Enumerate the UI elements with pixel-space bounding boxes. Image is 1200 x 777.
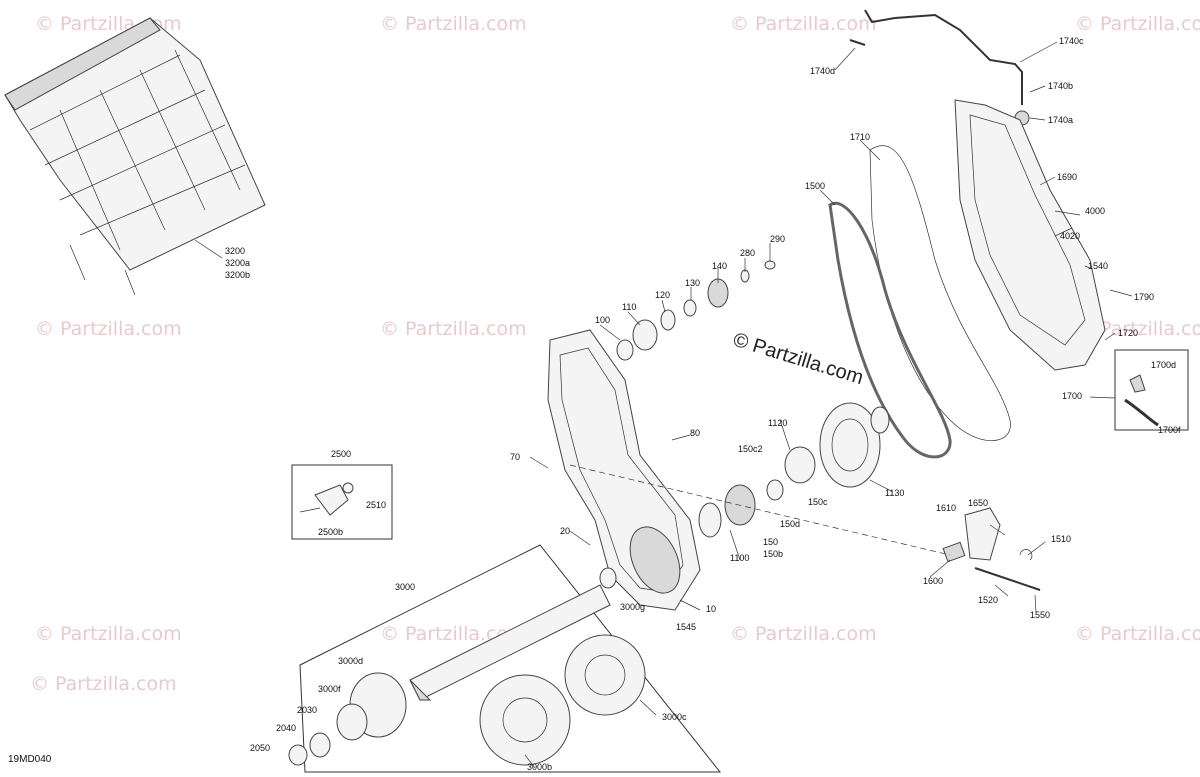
part-label: 10	[706, 604, 716, 614]
part-label: 130	[685, 278, 700, 288]
part-label: 3200a	[225, 258, 250, 268]
part-label: 120	[655, 290, 670, 300]
watermark: © Partzilla.com	[1075, 13, 1200, 35]
part-label: 150b	[763, 549, 783, 559]
part-label: 1700d	[1151, 360, 1176, 370]
part-label: 140	[712, 261, 727, 271]
part-label: 3000c	[662, 712, 687, 722]
chaincase-cover-1700	[954, 99, 1106, 371]
watermark: © Partzilla.com	[30, 673, 177, 695]
part-label: 1500	[805, 181, 825, 191]
watermark: © Partzilla.com	[35, 623, 182, 645]
part-label: 2500	[331, 449, 351, 459]
part-label: 110	[622, 302, 636, 312]
leader-lines	[194, 41, 1133, 769]
track-section-drawing	[4, 17, 266, 296]
watermark: © Partzilla.com	[1075, 623, 1200, 645]
part-label: 280	[740, 248, 755, 258]
part-label: 1520	[978, 595, 998, 605]
part-label: 1790	[1134, 292, 1154, 302]
part-label: 1650	[968, 498, 988, 508]
part-label: 4000	[1085, 206, 1105, 216]
part-label: 20	[560, 526, 570, 536]
part-label: 150d	[780, 519, 800, 529]
part-label: 3200	[225, 246, 245, 256]
shaft-components-100-290	[616, 260, 776, 361]
watermark: © Partzilla.com	[380, 318, 527, 340]
part-label: 1540	[1088, 261, 1108, 271]
part-label: 2500b	[318, 527, 343, 537]
part-label: 1700f	[1158, 425, 1181, 435]
part-label: 3000	[395, 582, 415, 592]
part-number-labels: 3200 3200a 3200b 290 280 140 130 120 110…	[8, 36, 1181, 772]
part-label: 70	[510, 452, 520, 462]
part-label: 1100	[730, 553, 749, 563]
part-label: 3000d	[338, 656, 363, 666]
inset-1700	[1114, 349, 1189, 431]
part-label: 1740b	[1048, 81, 1073, 91]
watermark: © Partzilla.com	[730, 13, 877, 35]
axis-line	[569, 464, 951, 556]
part-label: 3000g	[620, 602, 645, 612]
part-label: 150c2	[738, 444, 763, 454]
part-label: 1720	[1118, 328, 1138, 338]
part-label: 1120	[768, 418, 787, 428]
part-label: 1690	[1057, 172, 1077, 182]
part-label: 3000b	[527, 762, 552, 772]
part-label: 80	[690, 428, 700, 438]
tensioner-1600-1520	[942, 507, 1041, 591]
part-label: 2050	[250, 743, 270, 753]
part-label: 1700	[1062, 391, 1082, 401]
part-label: 1710	[850, 132, 870, 142]
part-label: 1130	[885, 488, 904, 498]
part-label: 1600	[923, 576, 943, 586]
watermark: © Partzilla.com	[380, 13, 527, 35]
part-label: 150	[763, 537, 778, 547]
part-label: 1610	[936, 503, 956, 513]
part-label: 1510	[1051, 534, 1071, 544]
part-label: 2030	[297, 705, 317, 715]
diagram-id: 19MD040	[8, 754, 52, 765]
driveshaft-3000-group	[288, 544, 722, 773]
watermark-layer: © Partzilla.com © Partzilla.com © Partzi…	[30, 13, 1200, 695]
watermark: © Partzilla.com	[35, 318, 182, 340]
cable-1740-drawing	[849, 9, 1030, 126]
part-label: 1740c	[1059, 36, 1084, 46]
chain-1710-1500	[828, 145, 1011, 459]
part-label: 3200b	[225, 270, 250, 280]
inset-2500	[291, 464, 393, 540]
chaincase-housing-10	[547, 329, 701, 611]
part-label: 150c	[808, 497, 828, 507]
sprocket-1130-group	[698, 402, 890, 538]
part-label: 3000f	[318, 684, 341, 694]
part-label: 1740a	[1048, 115, 1073, 125]
part-label: 4020	[1060, 231, 1080, 241]
part-label: 290	[770, 234, 785, 244]
part-label: 100	[595, 315, 610, 325]
part-label: 2510	[366, 500, 386, 510]
watermark: © Partzilla.com	[730, 623, 877, 645]
part-label: 1545	[676, 622, 696, 632]
part-label: 1550	[1030, 610, 1050, 620]
watermark: © Partzilla.com	[1075, 318, 1200, 340]
part-label: 1740d	[810, 66, 835, 76]
brand-mark: © Partzilla.com	[731, 329, 866, 389]
part-label: 2040	[276, 723, 296, 733]
